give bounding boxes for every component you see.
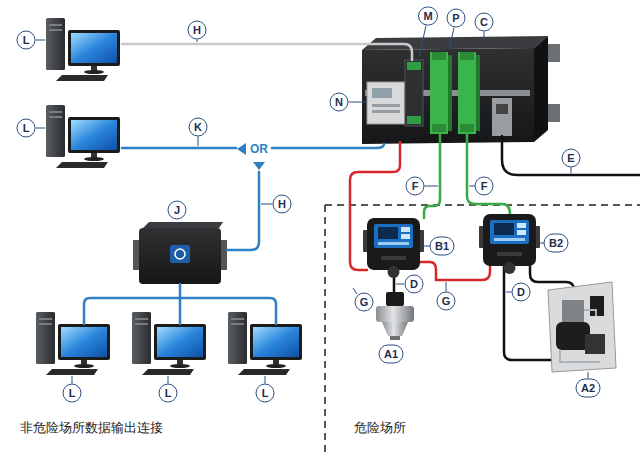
callout-letter: L <box>17 119 36 138</box>
callout-letter: K <box>189 118 208 137</box>
pump-panel <box>548 282 616 372</box>
callout-letter: D <box>405 275 424 294</box>
callout-letter: L <box>256 384 275 403</box>
callout-letter: J <box>168 201 187 220</box>
callout-letter: B1 <box>430 237 455 256</box>
area-boundary <box>325 205 640 454</box>
area-caption: 危险场所 <box>354 420 406 436</box>
callout-letter: A1 <box>379 345 404 364</box>
pump <box>376 292 414 340</box>
callout-letter: M <box>418 7 438 26</box>
gateway-box <box>133 222 227 284</box>
callout-letter: F <box>475 177 494 196</box>
callout-letter: F <box>406 177 425 196</box>
callout-letter: L <box>63 384 82 403</box>
callout-letter: N <box>330 93 349 112</box>
callout-letter: P <box>447 9 466 28</box>
computer <box>36 18 302 375</box>
callout-letter: L <box>159 384 178 403</box>
callout-letter: G <box>355 293 374 312</box>
callout-letter: A2 <box>576 379 601 398</box>
callout-letter: D <box>512 283 531 302</box>
control-box <box>362 36 560 144</box>
display-module <box>363 214 540 278</box>
or-label: OR <box>250 142 268 156</box>
callout-letter: B2 <box>544 234 569 253</box>
callout-letter: G <box>437 292 456 311</box>
callout-letter: H <box>273 195 292 214</box>
area-caption: 非危险场所数据输出连接 <box>20 420 163 436</box>
callout-letter: E <box>562 149 581 168</box>
callout-letter: H <box>188 21 207 40</box>
leader-line <box>36 26 588 384</box>
callout-letter: C <box>475 13 494 32</box>
callout-letter: L <box>17 31 36 50</box>
